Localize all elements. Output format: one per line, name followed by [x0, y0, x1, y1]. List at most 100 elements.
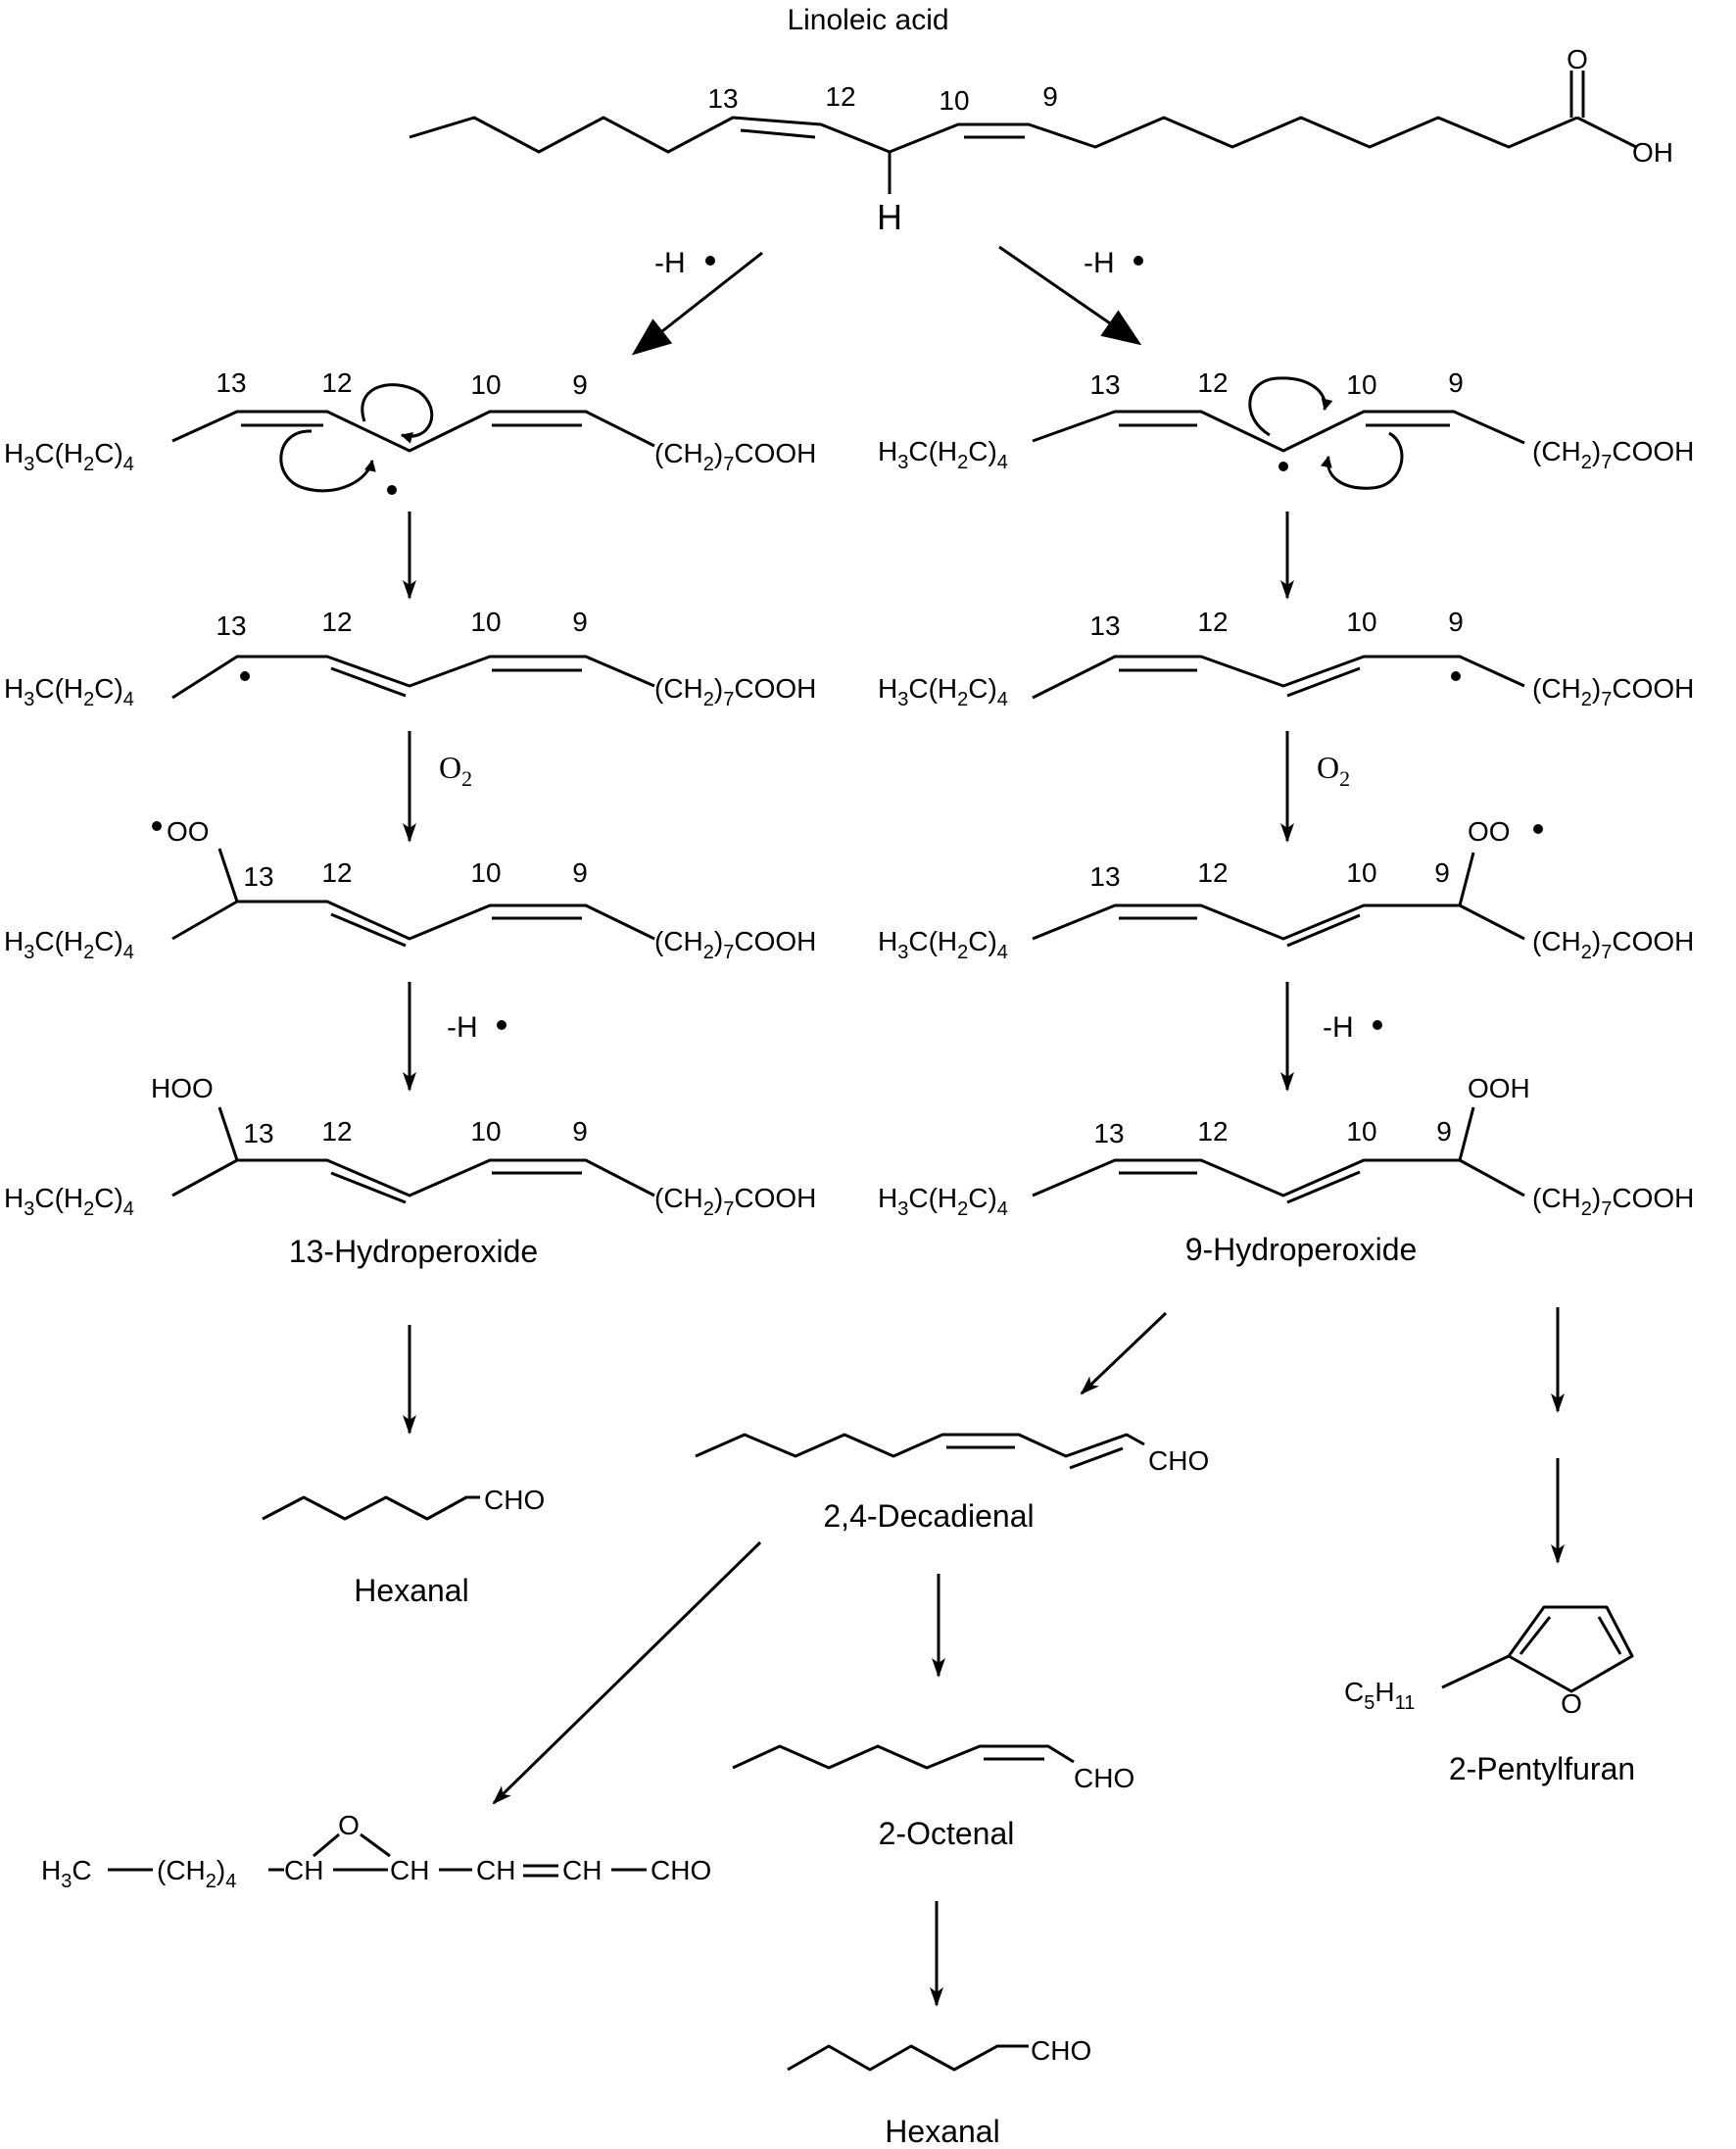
right-9-hydroperoxide-structure: OOH 13 12 10 9 — [1032, 1073, 1530, 1204]
linoleic-acid-chain — [409, 116, 1578, 154]
svg-text:(CH2)4: (CH2)4 — [157, 1855, 236, 1892]
carbonyl-oxygen: O — [1567, 44, 1588, 74]
svg-text:CH: CH — [390, 1855, 429, 1885]
right-chain-label-row3: H3C(H2C)4 (CH2)7COOH — [878, 926, 1694, 963]
label-decadienal: 2,4-Decadienal — [823, 1498, 1034, 1534]
pentylfuran-structure: O C5H11 — [1344, 1605, 1634, 1719]
svg-text:(CH2)7COOH: (CH2)7COOH — [1532, 673, 1694, 710]
svg-text:9: 9 — [572, 857, 588, 888]
svg-text:CH: CH — [476, 1855, 515, 1885]
left-chain-label-row4: H3C(H2C)4 (CH2)7COOH — [4, 1183, 816, 1220]
svg-text:C5H11: C5H11 — [1344, 1677, 1415, 1714]
right-chain-label-row2: H3C(H2C)4 (CH2)7COOH — [878, 673, 1694, 710]
svg-text:H3C(H2C)4: H3C(H2C)4 — [878, 1183, 1008, 1220]
right-radical-structure: 13 12 10 9 — [1032, 367, 1525, 490]
svg-text:CHO: CHO — [1148, 1445, 1209, 1476]
label-9-hydroperoxide: 9-Hydroperoxide — [1185, 1232, 1418, 1267]
svg-text:12: 12 — [1197, 857, 1228, 888]
label-hexanal-bottom: Hexanal — [885, 2114, 999, 2149]
svg-text:13: 13 — [216, 367, 246, 398]
svg-text:13: 13 — [243, 1118, 273, 1148]
decadienal-structure: CHO — [695, 1433, 1209, 1476]
hexanal-bottom-structure — [787, 2044, 1029, 2072]
svg-text:CH: CH — [562, 1855, 602, 1885]
svg-text:H3C(H2C)4: H3C(H2C)4 — [4, 673, 134, 710]
svg-text:10: 10 — [1346, 857, 1376, 888]
svg-text:10: 10 — [1346, 369, 1376, 400]
svg-text:12: 12 — [1197, 607, 1228, 637]
svg-text:OOH: OOH — [1468, 1073, 1530, 1103]
position-12: 12 — [825, 81, 855, 112]
svg-text:9: 9 — [1436, 1116, 1452, 1147]
left-peroxyl-radical: OO 13 12 10 9 — [152, 816, 655, 948]
hexanal-left-structure — [262, 1495, 480, 1521]
svg-text:O: O — [1561, 1688, 1582, 1719]
svg-text:12: 12 — [321, 367, 352, 398]
svg-text:12: 12 — [321, 607, 352, 637]
label-13-hydroperoxide: 13-Hydroperoxide — [289, 1234, 538, 1269]
arrow-to-decadienal — [1080, 1311, 1168, 1395]
svg-text:9: 9 — [1448, 367, 1464, 398]
svg-text:H3C: H3C — [41, 1855, 92, 1892]
right-conjugated-radical: 13 12 10 9 — [1032, 607, 1525, 700]
right-peroxyl-radical: OO 13 12 10 9 — [1032, 816, 1543, 948]
svg-text:CH: CH — [284, 1855, 323, 1885]
svg-text:CHO: CHO — [651, 1855, 711, 1885]
left-radical-structure: 13 12 10 9 — [171, 367, 655, 495]
left-conjugated-radical: 13 12 10 9 — [171, 607, 655, 700]
hexanal-left-cho: CHO — [484, 1485, 545, 1515]
svg-text:CHO: CHO — [1074, 1763, 1134, 1793]
svg-text:13: 13 — [1089, 861, 1120, 892]
svg-text:OO: OO — [167, 816, 210, 847]
svg-text:(CH2)7COOH: (CH2)7COOH — [654, 926, 816, 963]
hydrogen-atom: H — [877, 197, 902, 237]
svg-text:9: 9 — [1434, 857, 1450, 888]
o2-label-right: O2 — [1317, 750, 1350, 791]
left-chain-label-row1: H3C(H2C)4 (CH2)7COOH — [4, 438, 816, 475]
svg-text:10: 10 — [1346, 1116, 1376, 1147]
svg-text:H3C(H2C)4: H3C(H2C)4 — [878, 926, 1008, 963]
svg-text:13: 13 — [1093, 1118, 1124, 1148]
hexanal-bottom-cho: CHO — [1031, 2035, 1091, 2066]
svg-text:OO: OO — [1468, 816, 1511, 847]
svg-text:(CH2)7COOH: (CH2)7COOH — [654, 673, 816, 710]
position-13: 13 — [707, 83, 738, 114]
svg-text:H3C(H2C)4: H3C(H2C)4 — [4, 1183, 134, 1220]
label-hexanal-left: Hexanal — [354, 1573, 468, 1608]
svg-text:H3C(H2C)4: H3C(H2C)4 — [878, 673, 1008, 710]
svg-text:10: 10 — [1346, 607, 1376, 637]
svg-text:10: 10 — [470, 1116, 501, 1147]
title: Linoleic acid — [787, 4, 948, 36]
hydroxyl-label: OH — [1632, 137, 1673, 168]
svg-text:10: 10 — [470, 857, 501, 888]
position-10: 10 — [939, 85, 969, 116]
label-pentylfuran: 2-Pentylfuran — [1449, 1751, 1635, 1786]
svg-text:9: 9 — [572, 607, 588, 637]
arrow-to-9-radical — [998, 245, 1142, 346]
svg-text:10: 10 — [470, 607, 501, 637]
right-chain-label-row4: H3C(H2C)4 (CH2)7COOH — [878, 1183, 1694, 1220]
svg-text:(CH2)7COOH: (CH2)7COOH — [654, 438, 816, 475]
h-abstraction-label-left: -H — [654, 247, 686, 279]
h-label-right-row3: -H — [1323, 1011, 1354, 1044]
svg-text:12: 12 — [321, 857, 352, 888]
svg-text:10: 10 — [470, 369, 501, 400]
svg-text:HOO: HOO — [151, 1073, 214, 1103]
svg-text:O: O — [338, 1810, 360, 1840]
svg-text:9: 9 — [572, 369, 588, 400]
svg-text:(CH2)7COOH: (CH2)7COOH — [1532, 1183, 1694, 1220]
epoxide-structure: H3C (CH2)4 CH CH O CH CH CHO — [41, 1810, 711, 1892]
svg-text:9: 9 — [1448, 607, 1464, 637]
arrow-to-epoxide — [492, 1540, 762, 1805]
h-abstraction-label-right: -H — [1084, 247, 1115, 279]
o2-label-left: O2 — [439, 750, 472, 791]
svg-text:(CH2)7COOH: (CH2)7COOH — [654, 1183, 816, 1220]
svg-text:H3C(H2C)4: H3C(H2C)4 — [878, 436, 1008, 473]
octenal-structure: CHO — [732, 1744, 1134, 1793]
svg-text:13: 13 — [216, 611, 246, 641]
left-chain-label-row2: H3C(H2C)4 (CH2)7COOH — [4, 673, 816, 710]
svg-text:H3C(H2C)4: H3C(H2C)4 — [4, 438, 134, 475]
svg-text:9: 9 — [572, 1116, 588, 1147]
svg-text:12: 12 — [1197, 1116, 1228, 1147]
